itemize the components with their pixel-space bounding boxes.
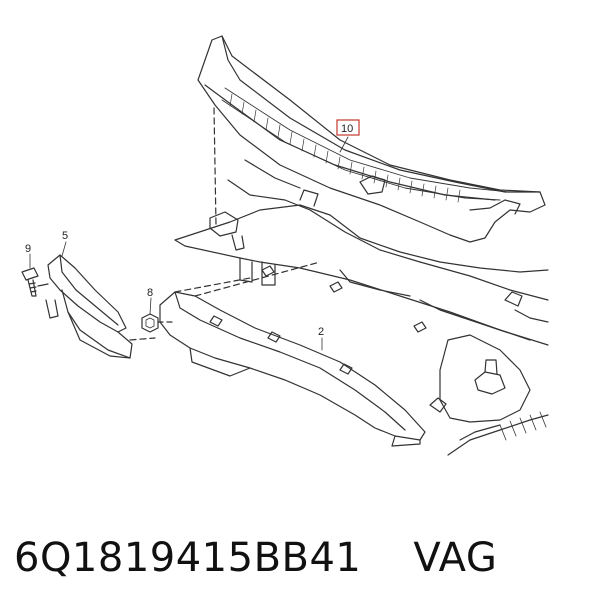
side-seal-cover bbox=[45, 254, 156, 359]
lower-bracket-part-2 bbox=[159, 261, 426, 447]
part-caption: 6Q1819415BB41 VAG bbox=[14, 535, 594, 595]
callout-10-highlight: 10 bbox=[336, 119, 360, 136]
callout-10: 10 bbox=[341, 123, 353, 135]
nut-part-8 bbox=[141, 313, 176, 333]
screw-part-9 bbox=[21, 267, 49, 297]
callout-2: 2 bbox=[318, 326, 324, 338]
body-bolts bbox=[261, 265, 427, 333]
callout-9: 9 bbox=[25, 243, 31, 255]
brand-label: VAG bbox=[413, 535, 498, 581]
part-number: 6Q1819415BB41 bbox=[14, 535, 362, 581]
callout-5: 5 bbox=[62, 230, 68, 242]
callout-8: 8 bbox=[147, 287, 153, 299]
leader-lines bbox=[29, 136, 349, 351]
plenum-cover-panel bbox=[197, 35, 546, 243]
vehicle-body-structure bbox=[174, 107, 549, 456]
parts-diagram: 9 5 8 2 10 bbox=[21, 35, 549, 456]
